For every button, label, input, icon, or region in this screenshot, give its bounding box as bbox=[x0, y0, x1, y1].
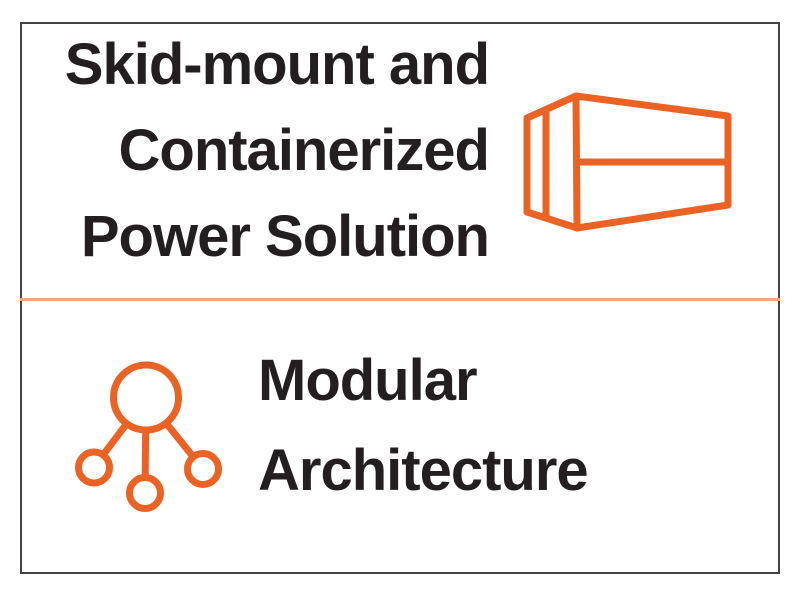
container-icon bbox=[523, 92, 732, 232]
title-line: Power Solution bbox=[80, 204, 490, 269]
title-line: Modular bbox=[258, 348, 478, 413]
modular-architecture-title: Modular Architecture bbox=[258, 336, 589, 516]
modular-network-icon bbox=[75, 361, 222, 512]
skid-mount-title: Skid-mount and Containerized Power Solut… bbox=[64, 22, 491, 280]
title-line: Containerized bbox=[118, 118, 491, 183]
feature-card: Skid-mount and Containerized Power Solut… bbox=[20, 22, 780, 574]
section-divider bbox=[20, 298, 780, 301]
title-line: Skid-mount and bbox=[64, 32, 490, 97]
title-line: Architecture bbox=[258, 438, 589, 503]
